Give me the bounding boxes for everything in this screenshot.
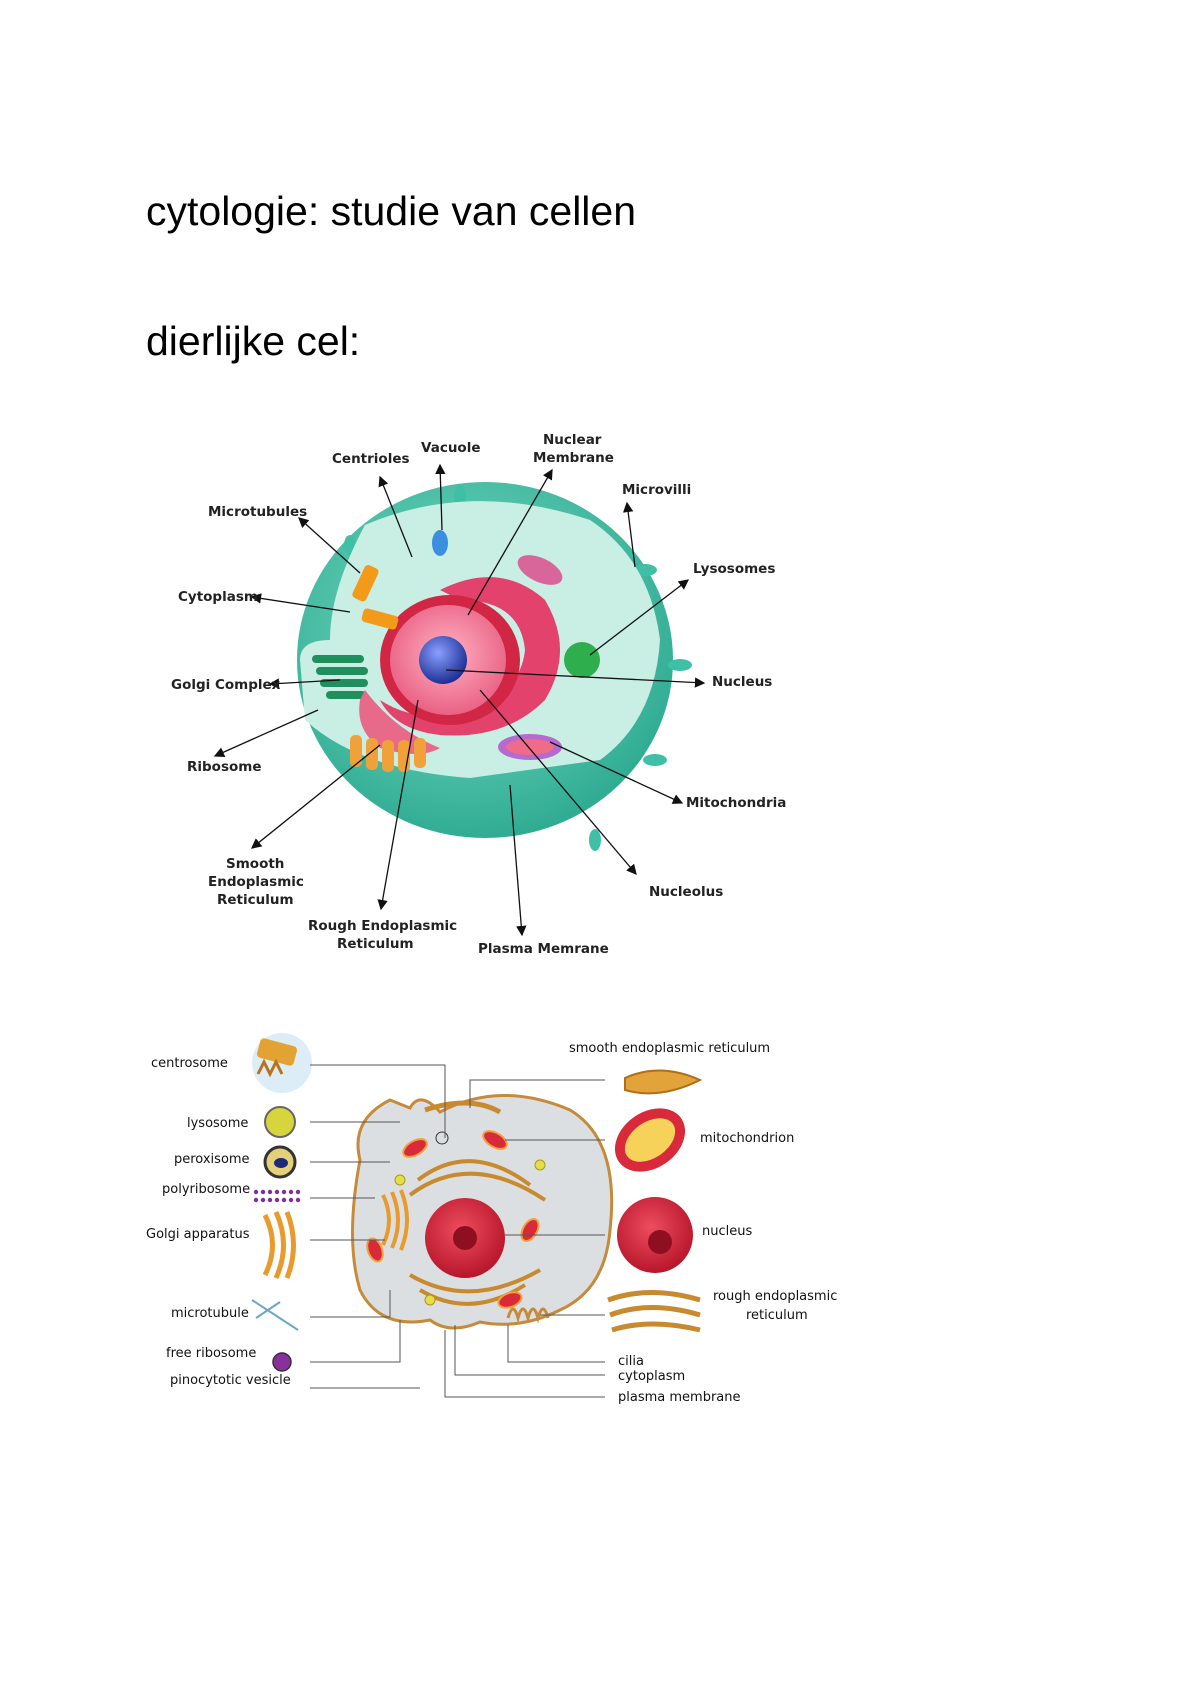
label-microtubule: microtubule [171,1306,249,1321]
label-golgi-apparatus: Golgi apparatus [146,1227,250,1242]
label-nucleus-flat: nucleus [702,1224,752,1239]
mitochondrion-upper [517,555,563,585]
label-smooth-er-line1: Smooth [226,856,284,872]
label-centrioles: Centrioles [332,451,410,467]
label-nuclear-membrane-line2: Membrane [533,450,614,466]
centriole-shape [361,608,399,630]
microtubule-shape [352,565,379,602]
label-microtubules: Microtubules [208,504,307,520]
label-polyribosome: polyribosome [162,1182,250,1197]
label-nuclear-membrane-line1: Nuclear [543,432,602,448]
label-rough-er-line2: Reticulum [337,936,414,952]
label-rough-er-line1-flat: rough endoplasmic [713,1289,837,1304]
label-mitochondria: Mitochondria [686,795,786,811]
figure2-leader-lines [310,1064,605,1398]
label-lysosomes: Lysosomes [693,561,775,577]
label-microvilli: Microvilli [622,482,691,498]
flat-lysosomes [394,1159,546,1306]
lysosome-shape [564,642,600,678]
page-heading-animal-cell: dierlijke cel: [146,318,361,364]
flat-nucleolus-shape [453,1226,477,1250]
legend-icons-right [607,1069,703,1333]
label-mitochondrion: mitochondrion [700,1131,794,1146]
label-plasma-membrane: Plasma Memrane [478,941,609,957]
cilia-shape [506,1307,550,1324]
label-smooth-er-line3: Reticulum [217,892,294,908]
label-vacuole: Vacuole [421,440,481,456]
label-golgi-complex: Golgi Complex [171,677,281,693]
legend-icons-left [251,1033,312,1372]
label-nucleus: Nucleus [712,674,772,690]
nucleolus-shape [419,636,467,684]
label-peroxisome: peroxisome [174,1152,250,1167]
animal-cell-3d-diagram: Centrioles Vacuole Nuclear Membrane Micr… [171,432,786,957]
label-smooth-er: smooth endoplasmic reticulum [569,1041,770,1056]
label-cilia: cilia [618,1354,644,1369]
vacuole-shape [432,530,448,556]
label-rough-er-line1: Rough Endoplasmic [308,918,457,934]
label-rough-er-line2-flat: reticulum [746,1308,808,1323]
label-free-ribosome: free ribosome [166,1346,256,1361]
figure1-arrows [213,463,706,937]
label-smooth-er-line2: Endoplasmic [208,874,304,890]
label-ribosome: Ribosome [187,759,262,775]
page-heading-cytology: cytologie: studie van cellen [146,188,637,234]
flat-smooth-er-shape [424,1100,502,1115]
label-cytoplasm-flat: cytoplasm [618,1369,685,1384]
rough-er-shape [359,577,560,754]
label-cytoplasm: Cytoplasm [178,589,258,605]
label-centrosome: centrosome [151,1056,228,1071]
label-lysosome: lysosome [187,1116,248,1131]
label-pinocytotic-vesicle: pinocytotic vesicle [170,1373,291,1388]
flat-centriole [435,1131,449,1145]
microvilli-shape [344,485,692,851]
flat-golgi-shape [381,1189,409,1251]
label-plasma-membrane-flat: plasma membrane [618,1390,741,1405]
animal-cell-flat-diagram: centrosome lysosome peroxisome polyribos… [146,1033,837,1405]
label-nucleolus: Nucleolus [649,884,723,900]
